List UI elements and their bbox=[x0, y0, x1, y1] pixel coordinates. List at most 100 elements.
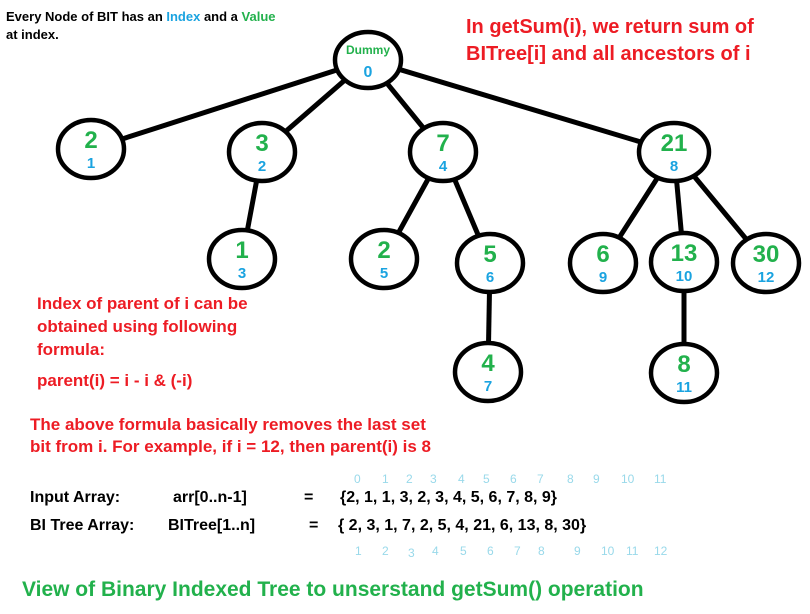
tree-node-7-index: 7 bbox=[484, 378, 492, 395]
input-array-values: {2, 1, 1, 3, 2, 3, 4, 5, 6, 7, 8, 9} bbox=[340, 489, 558, 506]
edge-root-n1 bbox=[90, 57, 369, 152]
input-array-index-10: 10 bbox=[621, 472, 635, 486]
input-array-label: Input Array: bbox=[30, 489, 121, 506]
tree-node-11-circle bbox=[648, 341, 720, 405]
tree-node-4-circle bbox=[407, 120, 479, 184]
tree-node-4: 74 bbox=[407, 120, 479, 184]
parent-formula-note: Index of parent of i can be obtained usi… bbox=[37, 292, 248, 392]
removes-note-line2: bit from i. For example, if i = 12, then… bbox=[30, 437, 432, 456]
tree-node-9-circle bbox=[567, 231, 639, 295]
parent-note-line1: Index of parent of i can be bbox=[37, 294, 248, 313]
input-array-index-9: 9 bbox=[593, 472, 600, 486]
tree-node-1-circle bbox=[55, 117, 127, 181]
tree-node-5: 25 bbox=[348, 227, 420, 291]
input-array-index-2: 2 bbox=[406, 472, 413, 486]
input-array-index-0: 0 bbox=[354, 472, 361, 486]
tree-node-3-circle bbox=[206, 227, 278, 291]
diagram-title: View of Binary Indexed Tree to unserstan… bbox=[22, 578, 644, 601]
legend-note: Every Node of BIT has an Index and a Val… bbox=[6, 8, 276, 44]
input-array-index-3: 3 bbox=[430, 472, 437, 486]
getsum-note-line2: BITree[i] and all ancestors of i bbox=[466, 43, 751, 65]
tree-node-1: 21 bbox=[55, 117, 127, 181]
tree-node-8-value: 21 bbox=[661, 130, 688, 157]
tree-node-root: Dummy 0 bbox=[332, 29, 404, 91]
tree-node-8-index: 8 bbox=[670, 158, 678, 175]
tree-node-5-index: 5 bbox=[380, 265, 388, 282]
legend-middle: and a bbox=[200, 9, 242, 24]
tree-node-3-value: 1 bbox=[235, 237, 248, 264]
tree-node-2-value: 3 bbox=[255, 130, 268, 157]
tree-node-10-index: 10 bbox=[676, 268, 693, 285]
tree-node-2-index: 2 bbox=[258, 158, 266, 175]
getsum-note: In getSum(i), we return sum of BITree[i]… bbox=[466, 14, 754, 68]
edge-root-n8 bbox=[367, 57, 675, 155]
tree-node-3-index: 3 bbox=[238, 265, 246, 282]
tree-node-10-circle bbox=[648, 230, 720, 294]
getsum-note-line1: In getSum(i), we return sum of bbox=[466, 16, 754, 38]
removes-bit-note: The above formula basically removes the … bbox=[30, 414, 431, 458]
legend-prefix: Every Node of BIT has an bbox=[6, 9, 167, 24]
tree-node-8-circle bbox=[636, 120, 712, 184]
bit-array-index-5: 5 bbox=[460, 544, 467, 558]
bit-array-index-7: 7 bbox=[514, 544, 521, 558]
input-array-index-7: 7 bbox=[537, 472, 544, 486]
removes-note-line1: The above formula basically removes the … bbox=[30, 415, 426, 434]
bit-array-values: { 2, 3, 1, 7, 2, 5, 4, 21, 6, 13, 8, 30} bbox=[338, 517, 587, 534]
tree-node-9: 69 bbox=[567, 231, 639, 295]
bit-array-index-1: 1 bbox=[355, 544, 362, 558]
legend-value-word: Value bbox=[241, 9, 276, 24]
input-array-index-1: 1 bbox=[382, 472, 389, 486]
tree-node-6-circle bbox=[454, 231, 526, 295]
tree-node-root-circle bbox=[332, 29, 404, 91]
bit-array-name: BITree[1..n] bbox=[168, 517, 256, 534]
tree-node-7: 47 bbox=[452, 340, 524, 404]
parent-formula: parent(i) = i - i & (-i) bbox=[37, 371, 193, 390]
tree-node-6-value: 5 bbox=[483, 241, 496, 268]
bit-array-equals: = bbox=[309, 517, 319, 534]
tree-node-6: 56 bbox=[454, 231, 526, 295]
tree-node-6-index: 6 bbox=[486, 269, 494, 286]
bit-array-index-3: 3 bbox=[408, 546, 415, 560]
input-array-index-11: 11 bbox=[654, 472, 667, 486]
tree-node-2: 32 bbox=[226, 120, 298, 184]
tree-node-4-index: 4 bbox=[439, 158, 448, 175]
tree-node-1-index: 1 bbox=[87, 155, 95, 172]
tree-node-root-value: Dummy bbox=[346, 43, 390, 57]
tree-node-8: 218 bbox=[636, 120, 712, 184]
tree-node-1-value: 2 bbox=[84, 127, 97, 154]
tree-node-11-value: 8 bbox=[677, 351, 690, 378]
tree-node-9-index: 9 bbox=[599, 269, 607, 286]
tree-node-7-circle bbox=[452, 340, 524, 404]
parent-note-line3: formula: bbox=[37, 340, 105, 359]
legend-line2: at index. bbox=[6, 27, 59, 42]
tree-node-5-value: 2 bbox=[377, 237, 390, 264]
parent-note-line2: obtained using following bbox=[37, 317, 238, 336]
tree-node-4-value: 7 bbox=[436, 130, 449, 157]
input-array-index-4: 4 bbox=[458, 472, 465, 486]
bit-array-index-10: 10 bbox=[601, 544, 615, 558]
tree-node-12-value: 30 bbox=[753, 241, 780, 268]
bit-array-index-8: 8 bbox=[538, 544, 545, 558]
tree-node-11: 811 bbox=[648, 341, 720, 405]
tree-node-12-circle bbox=[730, 231, 802, 295]
input-array-name: arr[0..n-1] bbox=[173, 489, 247, 506]
legend-index-word: Index bbox=[166, 9, 201, 24]
tree-node-11-index: 11 bbox=[676, 379, 692, 396]
tree-node-12-index: 12 bbox=[758, 269, 775, 286]
tree-node-3: 13 bbox=[206, 227, 278, 291]
bit-array-index-11: 11 bbox=[626, 544, 639, 558]
tree-node-10-value: 13 bbox=[671, 240, 698, 267]
tree-node-5-circle bbox=[348, 227, 420, 291]
bit-array-label: BI Tree Array: bbox=[30, 517, 135, 534]
tree-node-7-value: 4 bbox=[481, 350, 495, 377]
input-array-index-8: 8 bbox=[567, 472, 574, 486]
tree-node-9-value: 6 bbox=[596, 241, 609, 268]
input-array-index-6: 6 bbox=[510, 472, 517, 486]
input-array-index-5: 5 bbox=[483, 472, 490, 486]
tree-node-root-index: 0 bbox=[364, 64, 373, 81]
input-array-equals: = bbox=[304, 489, 314, 506]
tree-node-2-circle bbox=[226, 120, 298, 184]
